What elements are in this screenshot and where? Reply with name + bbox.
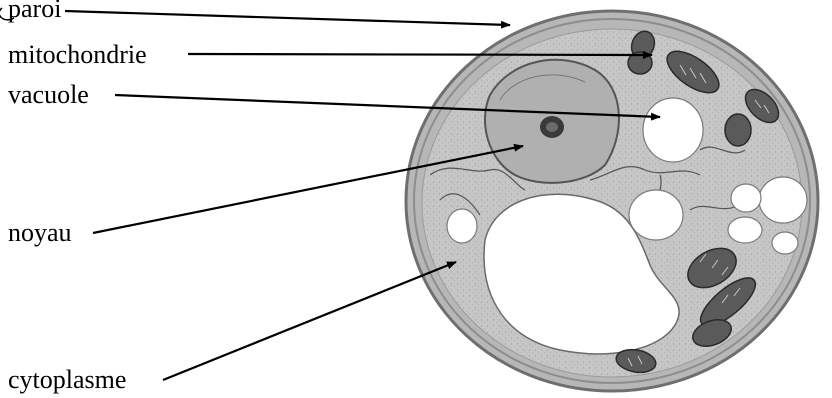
- label-mitochondrie: mitochondrie: [8, 40, 147, 69]
- arrow-cytoplasme: [163, 262, 456, 380]
- label-cytoplasme: cytoplasme: [8, 365, 126, 394]
- nucleus: [485, 60, 619, 183]
- label-paroi: paroi: [8, 0, 61, 23]
- arrow-paroi: [65, 11, 510, 25]
- mitochondrion: [725, 114, 751, 146]
- arrow-mitochondrie: [188, 54, 652, 55]
- label-vacuole: vacuole: [8, 80, 89, 109]
- vacuole-top: [643, 98, 703, 162]
- vacuole-left: [447, 209, 477, 243]
- label-noyau: noyau: [8, 218, 72, 247]
